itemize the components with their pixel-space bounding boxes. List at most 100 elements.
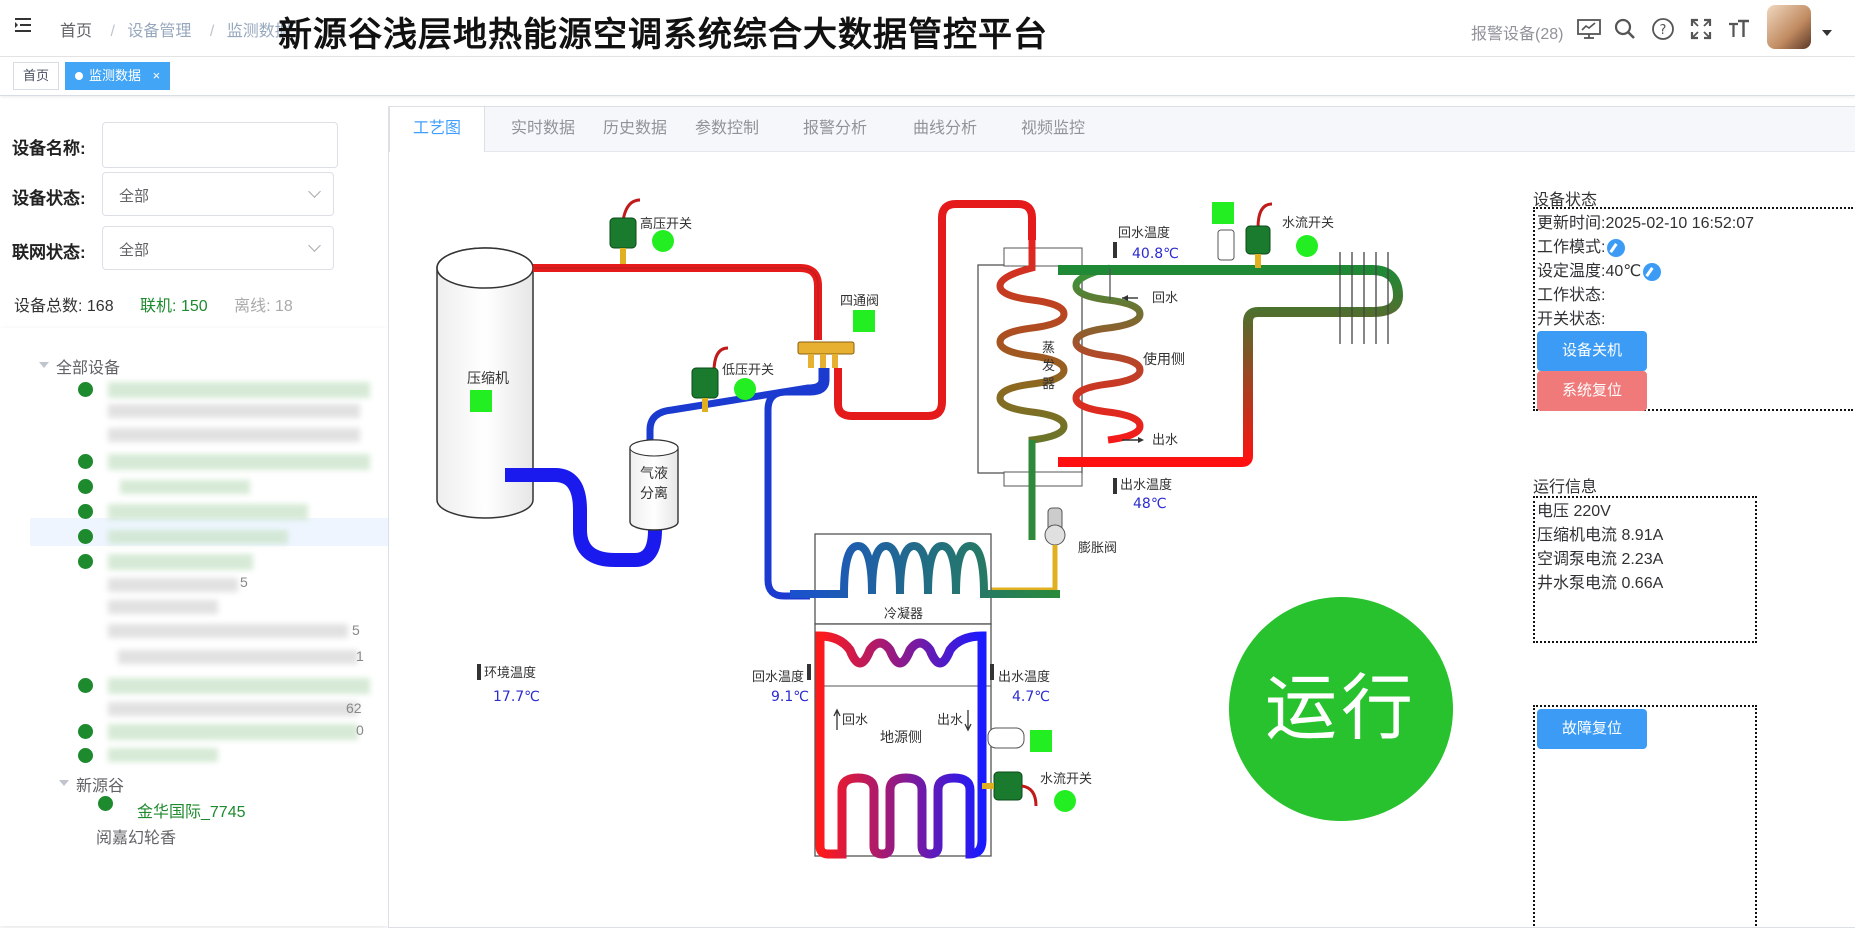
user-side-label: 使用侧 xyxy=(1143,351,1185,368)
ambient-temp-label: 环境温度 xyxy=(484,665,536,681)
tab-video-monitor[interactable]: 视频监控 xyxy=(1020,120,1085,137)
evaporator-label-3: 器 xyxy=(1042,377,1055,392)
tab-realtime-data[interactable]: 实时数据 xyxy=(510,120,575,137)
low-pressure-indicator xyxy=(734,378,756,400)
blurred-device-label[interactable] xyxy=(108,504,308,520)
fullscreen-icon[interactable] xyxy=(1688,16,1714,42)
breadcrumb-device-mgmt[interactable]: 设备管理 xyxy=(127,23,192,40)
online-status-dot xyxy=(78,748,93,763)
tab-alarm-analysis[interactable]: 报警分析 xyxy=(802,120,867,137)
device-status-label: 设备状态: xyxy=(12,189,86,208)
run-info-box: 电压 220V 压缩机电流 8.91A 空调泵电流 2.23A 井水泵电流 0.… xyxy=(1533,496,1757,643)
compressor-indicator xyxy=(470,390,492,412)
condenser-coil xyxy=(790,541,1060,598)
outlet-temp-value: 48℃ xyxy=(1133,496,1167,512)
caret-down-icon[interactable] xyxy=(59,780,69,786)
tab-bar: 工艺图 实时数据 历史数据 参数控制 报警分析 曲线分析 视频监控 xyxy=(389,107,1855,152)
tree-group-xinyuangu[interactable]: 新源谷 xyxy=(76,778,125,795)
tree-leaf-device[interactable]: 金华国际_7745 xyxy=(137,804,246,821)
tag-monitoring-label: 监测数据 xyxy=(89,68,142,83)
outlet-temp-label: 出水温度 xyxy=(1120,477,1172,493)
evaporator-coil xyxy=(996,240,1068,540)
ground-pump-icon xyxy=(987,727,1025,749)
device-id-suffix: 1 xyxy=(356,648,364,664)
tag-home-label: 首页 xyxy=(23,68,50,83)
caret-down-icon[interactable] xyxy=(39,362,49,368)
blurred-device-label[interactable] xyxy=(108,678,370,694)
online-status-dot xyxy=(78,504,93,519)
search-icon[interactable] xyxy=(1612,16,1638,42)
gs-return-temp-label: 回水温度 xyxy=(752,669,804,685)
return-temp-value: 40.8℃ xyxy=(1132,246,1179,262)
blurred-device-label[interactable] xyxy=(120,480,250,494)
breadcrumb-home[interactable]: 首页 xyxy=(60,23,93,40)
blurred-device-label[interactable] xyxy=(108,724,358,740)
return-temp-label: 回水温度 xyxy=(1118,225,1170,241)
online-status-dot xyxy=(78,529,93,544)
hot-gas-pipe xyxy=(834,200,1036,420)
gs-return-temp-value: 9.1℃ xyxy=(771,689,809,705)
water-flow-switch-label: 水流开关 xyxy=(1282,216,1334,231)
ac-pump-current-value: 空调泵电流 2.23A xyxy=(1537,551,1664,568)
blurred-device-label[interactable] xyxy=(108,530,288,544)
monitor-icon[interactable] xyxy=(1576,16,1602,42)
user-avatar[interactable] xyxy=(1767,5,1811,49)
condenser-feed-pipe xyxy=(764,368,830,600)
blurred-device-label[interactable] xyxy=(108,382,370,398)
online-status-dot xyxy=(78,554,93,569)
blurred-device-label[interactable] xyxy=(108,748,218,762)
shutdown-button[interactable]: 设备关机 xyxy=(1537,331,1647,371)
return-water-label: 回水 xyxy=(1152,291,1178,306)
work-mode-row: 工作模式: xyxy=(1537,236,1851,260)
compressor-label: 压缩机 xyxy=(467,371,509,387)
device-status-select[interactable]: 全部 xyxy=(102,172,334,216)
tab-history-data[interactable]: 历史数据 xyxy=(602,120,667,137)
close-icon[interactable]: × xyxy=(152,68,161,83)
ground-source-label: 地源侧 xyxy=(880,730,922,746)
help-icon[interactable]: ? xyxy=(1650,16,1676,42)
gs-water-flow-indicator xyxy=(1054,790,1076,812)
device-stats: 设备总数: 168 联机: 150 离线: 18 xyxy=(14,292,315,316)
font-size-icon[interactable] xyxy=(1726,16,1752,42)
discharge-pipe xyxy=(533,264,822,340)
breadcrumb: 首页 / 设备管理 / 监测数据 xyxy=(60,17,297,41)
set-temp-label: 设定温度:40℃ xyxy=(1537,263,1642,280)
fault-reset-button[interactable]: 故障复位 xyxy=(1537,709,1647,749)
tab-curve-analysis[interactable]: 曲线分析 xyxy=(912,120,977,137)
tag-home[interactable]: 首页 xyxy=(13,62,60,90)
edit-icon[interactable] xyxy=(1643,262,1662,281)
edit-icon[interactable] xyxy=(1607,238,1626,257)
well-pump-current-value: 井水泵电流 0.66A xyxy=(1537,575,1664,592)
gs-water-flow-switch-label: 水流开关 xyxy=(1040,772,1092,787)
online-status-dot xyxy=(78,724,93,739)
device-id-suffix: 0 xyxy=(356,722,364,738)
chevron-down-icon[interactable] xyxy=(1822,30,1832,36)
device-status-value: 全部 xyxy=(119,188,150,205)
device-tree: 全部设备 5 5 1 62 0 新源谷 金华国际_ xyxy=(0,328,388,926)
alarm-devices-link[interactable]: 报警设备(28) xyxy=(1471,26,1564,43)
tree-group-next[interactable]: 阅嘉幻轮香 xyxy=(96,830,177,847)
online-status-dot xyxy=(78,678,93,693)
compressor-return-pipe xyxy=(505,468,662,567)
system-reset-button[interactable]: 系统复位 xyxy=(1537,371,1647,411)
device-filter-panel: 设备名称: 设备状态: 全部 联网状态: 全部 设备总数: 168 联机: 15… xyxy=(0,106,388,926)
tab-process-diagram[interactable]: 工艺图 xyxy=(389,107,485,152)
blurred-device-label[interactable] xyxy=(108,554,253,570)
user-pump-icon xyxy=(1217,229,1235,261)
blurred-device-label xyxy=(118,650,358,664)
device-name-input[interactable] xyxy=(102,122,338,168)
tab-param-control[interactable]: 参数控制 xyxy=(694,120,759,137)
online-status-select[interactable]: 全部 xyxy=(102,226,334,270)
outlet-temp-sensor-icon xyxy=(1113,478,1117,494)
blurred-device-label[interactable] xyxy=(108,454,370,470)
high-pressure-indicator xyxy=(652,230,674,252)
gs-outlet-temp-value: 4.7℃ xyxy=(1012,689,1050,705)
device-id-suffix: 5 xyxy=(352,622,360,638)
tag-monitoring[interactable]: 监测数据 × xyxy=(65,62,171,90)
four-way-valve-indicator xyxy=(853,310,875,332)
menu-toggle-icon[interactable] xyxy=(12,14,34,36)
blurred-device-label xyxy=(108,404,360,418)
device-status-box: 更新时间:2025-02-10 16:52:07 工作模式: 设定温度:40℃ … xyxy=(1533,207,1853,411)
tree-root-all-devices[interactable]: 全部设备 xyxy=(56,360,121,377)
